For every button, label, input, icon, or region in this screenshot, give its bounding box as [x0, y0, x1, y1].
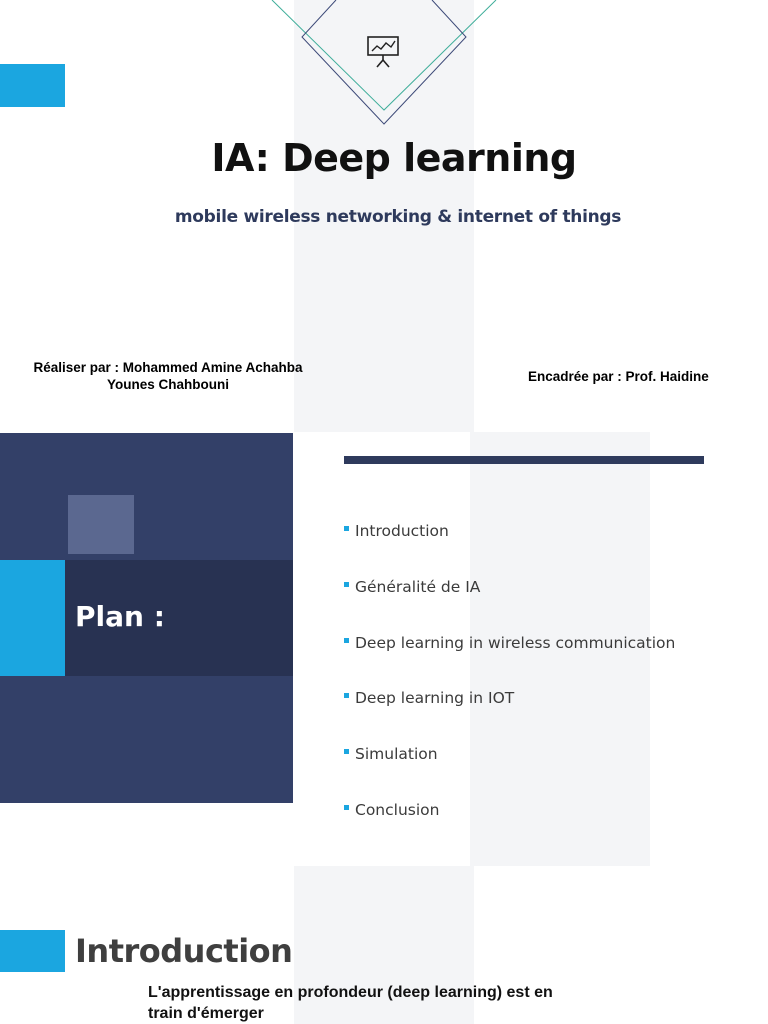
bullet-icon	[344, 582, 349, 587]
presentation-title: IA: Deep learning	[211, 136, 577, 180]
slide-title: IA: Deep learning mobile wireless networ…	[0, 0, 768, 432]
introduction-title: Introduction	[75, 932, 293, 970]
background-stripe	[470, 432, 650, 866]
plan-item: Conclusion	[344, 801, 439, 819]
plan-title: Plan :	[75, 600, 165, 633]
supervisor: Encadrée par : Prof. Haidine	[528, 369, 709, 384]
divider-bar	[344, 456, 704, 464]
introduction-line-2: train d'émerger	[148, 1005, 264, 1022]
bullet-icon	[344, 526, 349, 531]
accent-block	[0, 64, 65, 107]
background-stripe	[294, 0, 474, 432]
authors-line-1: Réaliser par : Mohammed Amine Achahba	[33, 360, 303, 375]
slide-plan: Plan : Introduction Généralité de IA Dee…	[0, 432, 768, 866]
introduction-body: L'apprentissage en profondeur (deep lear…	[148, 982, 588, 1024]
authors-line-2: Younes Chahbouni	[107, 377, 229, 392]
introduction-line-1: L'apprentissage en profondeur (deep lear…	[148, 984, 553, 1001]
plan-item: Simulation	[344, 745, 438, 763]
plan-list: Introduction Généralité de IA Deep learn…	[344, 522, 744, 842]
plan-item: Introduction	[344, 522, 449, 540]
diamond-decoration	[271, 0, 497, 125]
plan-item: Deep learning in wireless communication	[344, 634, 675, 652]
plan-item: Généralité de IA	[344, 578, 480, 596]
bullet-icon	[344, 638, 349, 643]
presentation-subtitle: mobile wireless networking & internet of…	[174, 207, 622, 227]
bullet-icon	[344, 693, 349, 698]
plan-item: Deep learning in IOT	[344, 689, 514, 707]
authors-block: Réaliser par : Mohammed Amine Achahba Yo…	[0, 359, 336, 393]
bullet-icon	[344, 749, 349, 754]
plan-square	[68, 495, 134, 554]
accent-block	[0, 930, 65, 972]
presentation-chart-icon	[367, 36, 399, 68]
bullet-icon	[344, 805, 349, 810]
slide-introduction: Introduction L'apprentissage en profonde…	[0, 866, 768, 1024]
accent-block	[0, 560, 65, 676]
background-stripe	[294, 866, 474, 1024]
